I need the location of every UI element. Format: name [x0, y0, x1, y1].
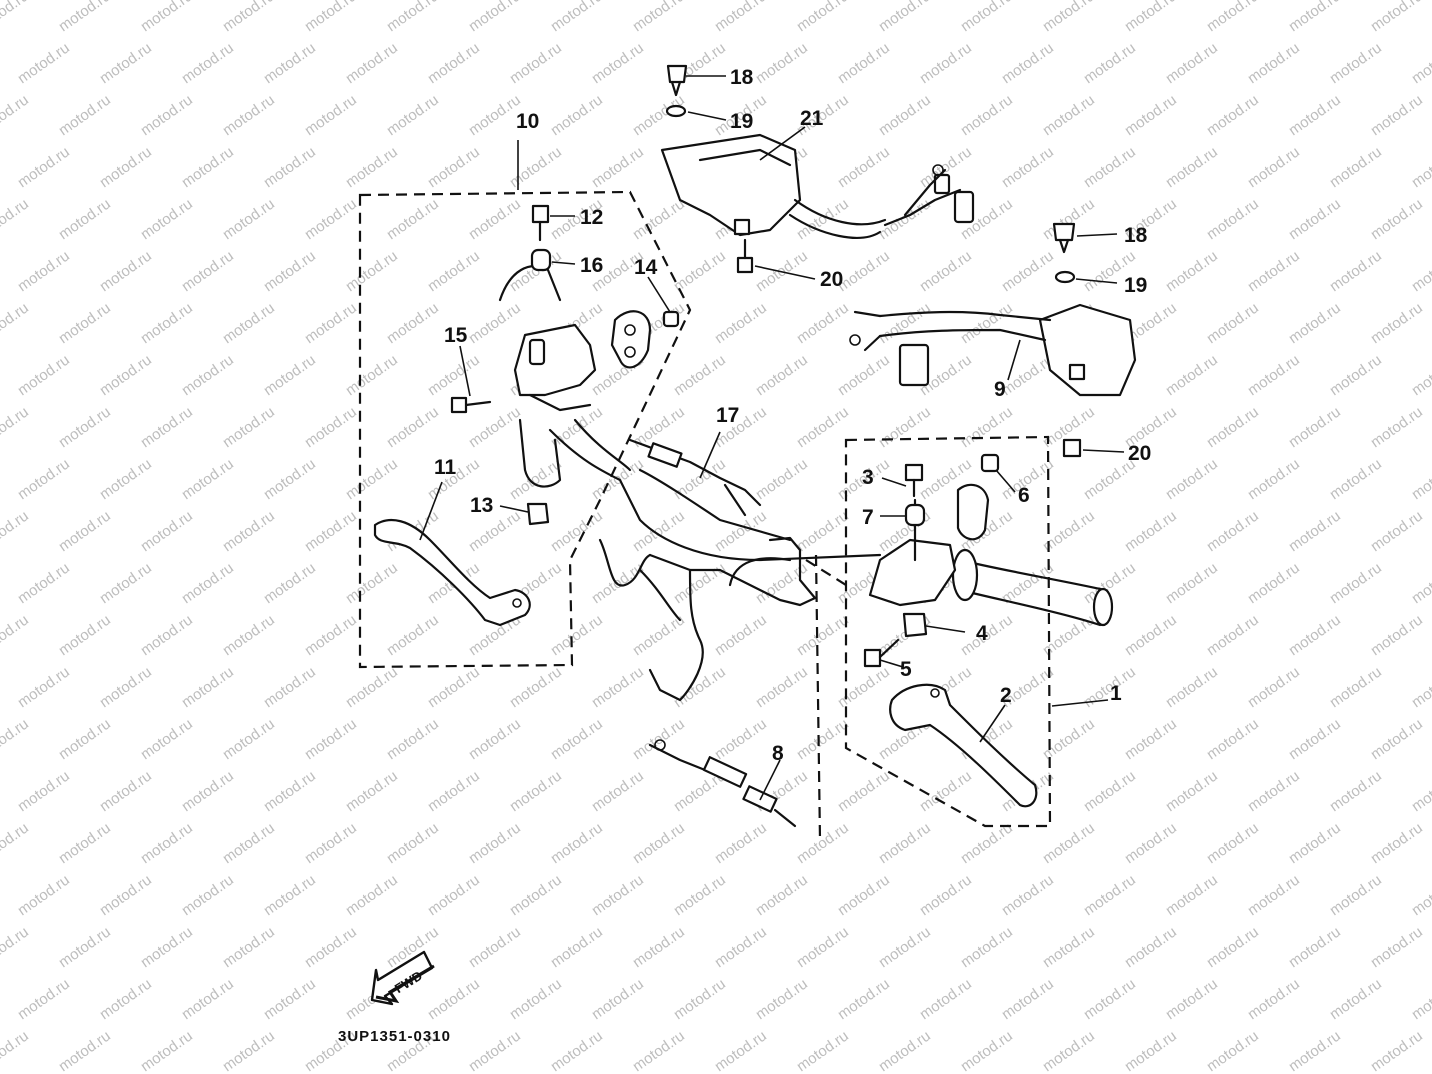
part-label: 13: [470, 494, 493, 517]
mirror-bracket-14: [610, 310, 680, 369]
screw-15: [450, 396, 492, 414]
group-box-8-guide: [805, 554, 847, 841]
part-label: 20: [1128, 442, 1151, 465]
knob-18-right: [1052, 222, 1076, 254]
screw-5: [863, 638, 900, 668]
handlebar: [498, 265, 1114, 702]
bolt-12: [531, 204, 550, 242]
bolt-3: [904, 463, 924, 498]
clutch-lever-11: [373, 518, 531, 627]
group-box-1: [844, 435, 1109, 828]
forward-arrow-icon: FWD: [370, 950, 435, 1006]
part-label: 21: [800, 107, 824, 130]
part-label: 20: [820, 268, 843, 291]
part-label: 19: [1124, 274, 1147, 297]
nut-4: [902, 612, 928, 638]
mirror-bracket-6: [956, 453, 1000, 541]
group-box-10: [358, 140, 692, 669]
part-label: 4: [976, 622, 988, 645]
nut-13: [526, 502, 550, 526]
handlebar-switch-21: [660, 133, 975, 239]
leader-lines: [419, 75, 1125, 801]
brake-lever-2: [889, 683, 1038, 808]
screw-20-right: [1062, 438, 1082, 458]
part-label: 6: [1018, 484, 1030, 507]
washer-19-right: [1054, 270, 1076, 284]
screw-20-top: [736, 238, 754, 274]
collar-7: [904, 503, 926, 527]
part-label: 9: [994, 378, 1006, 401]
part-label: 16: [580, 254, 603, 277]
washer-19-top: [665, 104, 687, 118]
drawing-code: 3UP1351-0310: [338, 1028, 451, 1045]
part-label: 18: [1124, 224, 1148, 247]
clutch-lever-holder: [513, 323, 597, 412]
part-label: 1: [1110, 682, 1122, 705]
part-label: 2: [1000, 684, 1012, 707]
part-label: 8: [772, 742, 784, 765]
part-label: 18: [730, 66, 754, 89]
part-label: 10: [516, 110, 539, 133]
part-label: 14: [634, 256, 658, 279]
part-label: 17: [716, 404, 739, 427]
knob-18-top: [666, 64, 688, 97]
handlebar-switch-9: [849, 303, 1137, 397]
part-label: 12: [580, 206, 603, 229]
collar-16: [530, 248, 552, 272]
part-label: 15: [444, 324, 468, 347]
part-label: 19: [730, 110, 753, 133]
part-label: 7: [862, 506, 874, 529]
switch-cable-17: [628, 438, 762, 517]
part-label: 5: [900, 658, 912, 681]
part-label: 3: [862, 466, 874, 489]
part-label: 11: [434, 456, 457, 479]
